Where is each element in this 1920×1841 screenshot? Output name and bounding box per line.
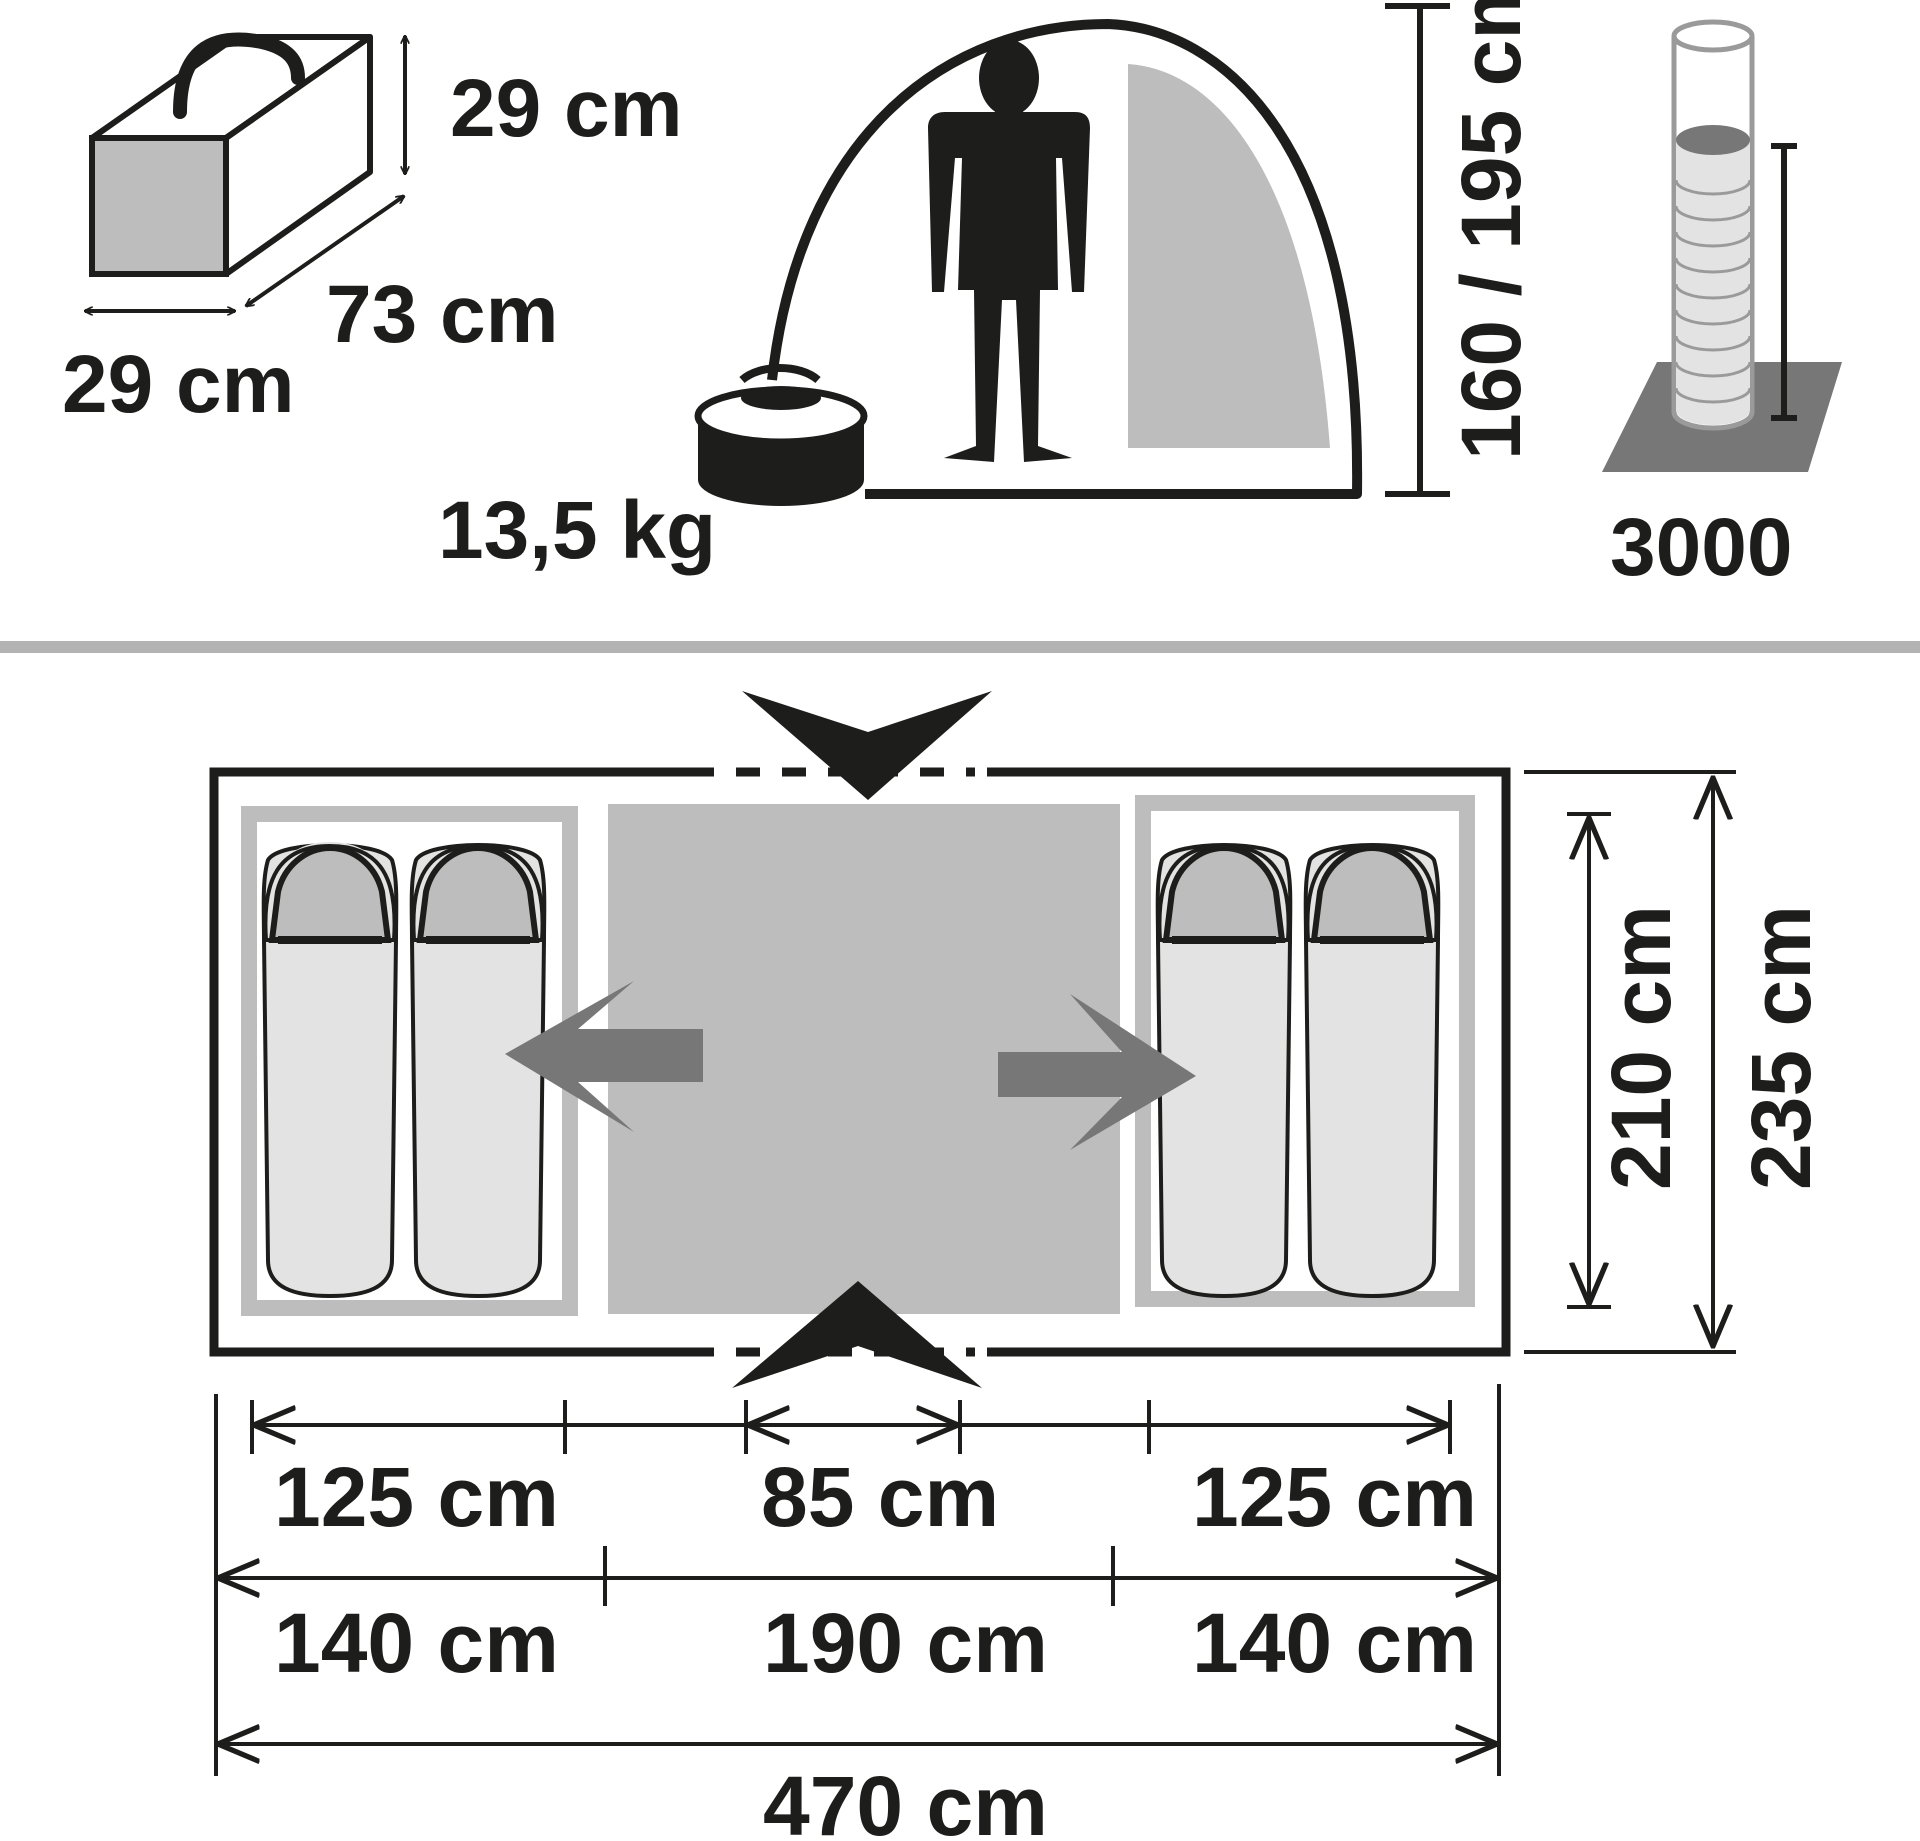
entrance-chevron-top-icon (742, 691, 992, 800)
pack-bag-icon (89, 32, 373, 277)
outer-depth-label: 235 cm (1734, 905, 1828, 1190)
arrow-left-icon (505, 981, 703, 1132)
sleeping-bag-icon (261, 842, 399, 1299)
cabin-left-width-label: 125 cm (274, 1450, 559, 1544)
section-divider (0, 641, 1920, 653)
cabin-right-width-label: 125 cm (1192, 1450, 1477, 1544)
pack-length-label: 73 cm (326, 269, 559, 360)
sleeping-bag-icon (1303, 843, 1441, 1299)
water-column-icon (1602, 19, 1842, 472)
tent-profile (767, 19, 1363, 499)
floor-plan (209, 691, 1511, 1388)
section-left-label: 140 cm (274, 1596, 559, 1690)
entrance-chevron-bottom-icon (732, 1281, 982, 1388)
pack-dimension-lines (85, 36, 405, 311)
inner-depth-label: 210 cm (1594, 905, 1688, 1190)
total-length-label: 470 cm (763, 1759, 1048, 1841)
section-right-label: 140 cm (1192, 1596, 1477, 1690)
water-column-label: 3000 (1610, 502, 1792, 593)
floor-length-dimensions (214, 1384, 1501, 1776)
floor-depth-dimensions (1524, 770, 1736, 1354)
weight-label: 13,5 kg (438, 485, 716, 576)
sleeping-bag-icon (409, 843, 547, 1299)
door-width-label: 85 cm (761, 1450, 999, 1544)
tent-height-dimension (1385, 3, 1450, 497)
sleeping-bag-icon (1155, 843, 1293, 1299)
tent-bag-icon (694, 364, 868, 506)
pack-height-label: 29 cm (450, 63, 683, 154)
section-center-label: 190 cm (763, 1596, 1048, 1690)
arrow-right-icon (998, 994, 1196, 1150)
pack-width-label: 29 cm (62, 339, 295, 430)
tent-height-label: 160 / 195 cm (1444, 0, 1538, 460)
person-silhouette-icon (928, 40, 1090, 462)
